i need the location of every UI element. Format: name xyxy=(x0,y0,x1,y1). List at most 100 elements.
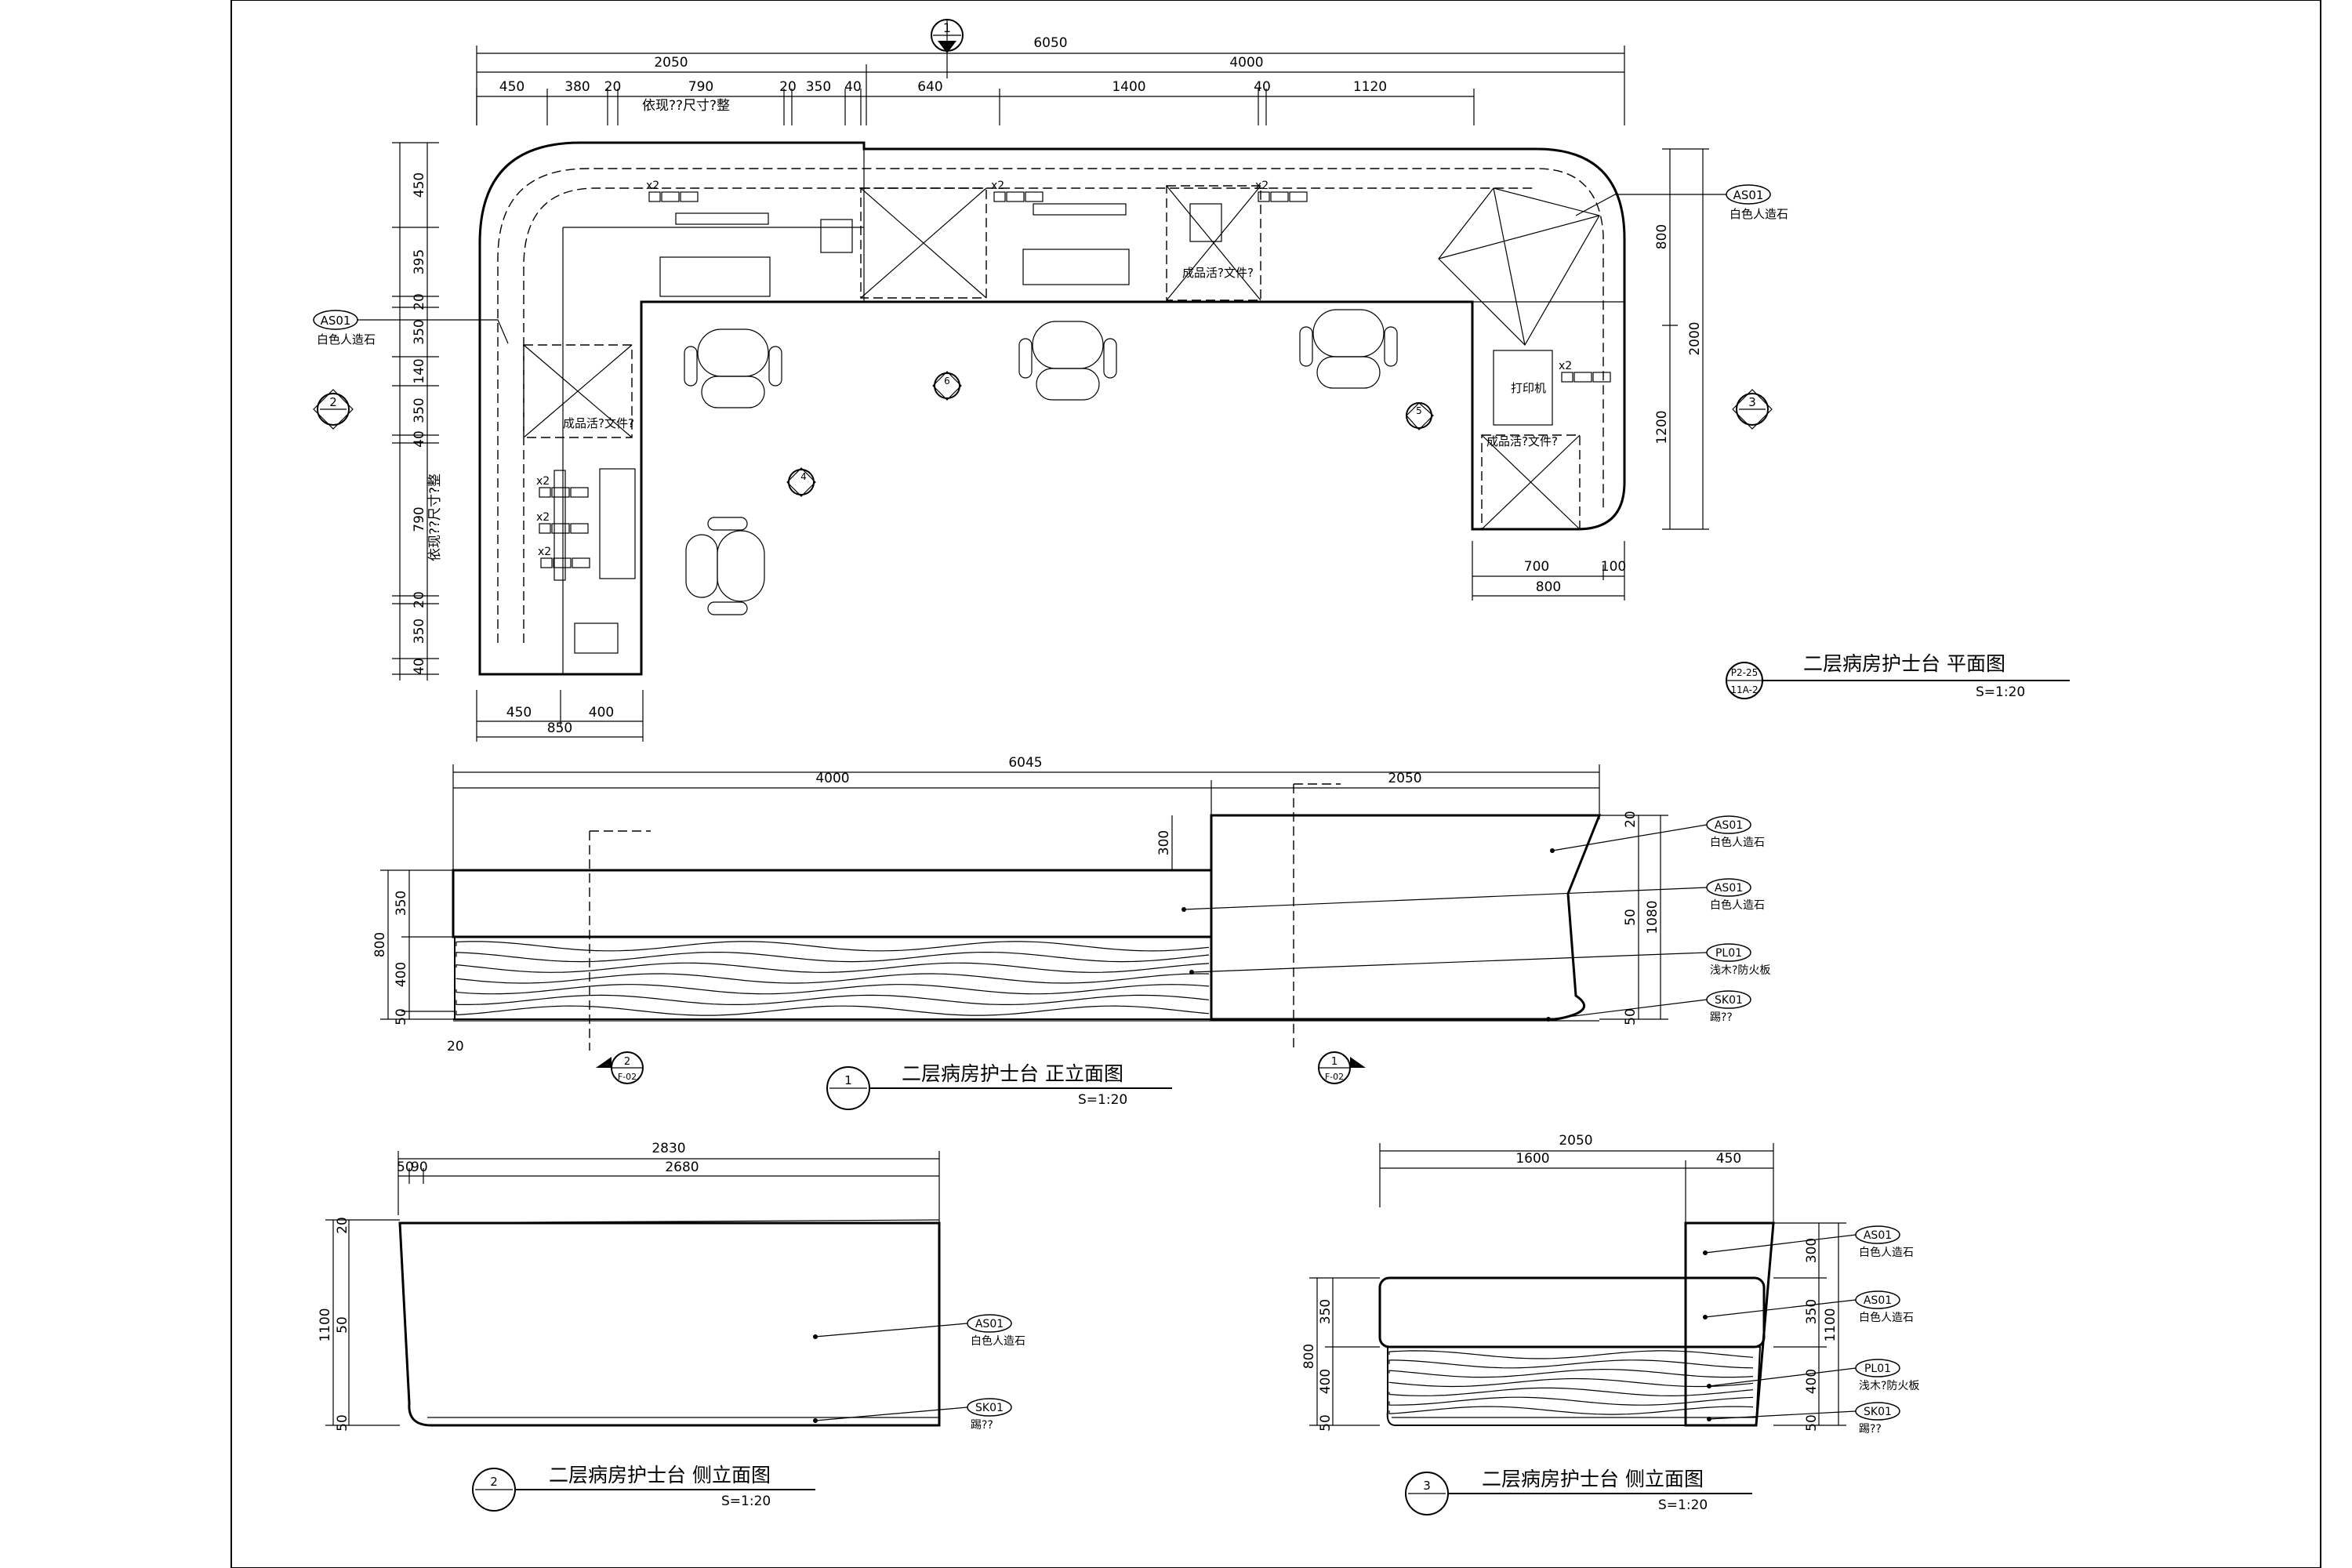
side2-title-num: 2 xyxy=(490,1475,498,1489)
plan-counter-inner-line-2 xyxy=(523,187,1537,643)
plan-view-marker-4: 4 xyxy=(786,467,816,497)
front-raised-counter xyxy=(1210,814,1602,1021)
plan-dim-rb-2: 100 xyxy=(1601,559,1626,575)
plan-note-left: 依现??尺寸?整 xyxy=(427,474,443,561)
front-scale: S=1:20 xyxy=(1078,1092,1127,1108)
plan-phone-2 xyxy=(1189,203,1222,242)
plan-elev-marker-3: 3 xyxy=(1732,389,1773,430)
chair-icon xyxy=(1299,309,1398,389)
front-dims-right: 20 50 1080 50 xyxy=(1599,811,1668,1025)
side-elevation-2: 2830 50 90 2680 20 1100 50 50 AS01白色人造石S… xyxy=(318,1141,1025,1512)
plan-tag-right-label: 白色人造石 xyxy=(1730,207,1788,221)
side3-dim-b: 450 xyxy=(1716,1151,1741,1167)
side2-dim-total: 2830 xyxy=(652,1141,685,1156)
tag-label: 踢?? xyxy=(1710,1011,1733,1024)
side3-dim-r-350: 350 xyxy=(1804,1299,1820,1324)
plan-dim-detail: 1120 xyxy=(1353,79,1387,95)
side3-dim-r-400: 400 xyxy=(1804,1369,1820,1394)
plan-title-ref-bottom: 11A-2 xyxy=(1730,684,1758,695)
plan-printer: 打印机 xyxy=(1493,350,1553,426)
side3-dims-right: 300 350 1100 400 50 xyxy=(1773,1222,1846,1432)
front-dim-left: 4000 xyxy=(815,771,849,786)
front-dim-r-1080: 1080 xyxy=(1645,900,1661,934)
plan-phone-3 xyxy=(574,622,619,654)
plan-dim-right-total: 2000 xyxy=(1687,321,1703,355)
front-dim-350: 350 xyxy=(394,891,409,916)
front-dims-top: 6045 4000 2050 300 xyxy=(452,755,1600,870)
tag-code: PL01 xyxy=(1864,1363,1891,1375)
side3-wood-grain xyxy=(1388,1350,1754,1415)
plan-outlet-x2: x2 xyxy=(536,511,550,524)
plan-section-marker-num: 1 xyxy=(943,20,951,35)
plan-cabinet-d: 成品活?文件? xyxy=(1481,434,1581,530)
front-marker-1-sub: F-02 xyxy=(1325,1072,1344,1082)
plan-dim-left-seg: 350 xyxy=(412,319,427,344)
side3-scale: S=1:20 xyxy=(1658,1497,1708,1513)
side3-dim-a: 1600 xyxy=(1515,1151,1549,1167)
plan-dim-left-seg: 450 xyxy=(412,172,427,198)
side2-dim-1100: 1100 xyxy=(318,1308,333,1341)
plan-dim-rb-total: 800 xyxy=(1536,579,1561,595)
plan-dim-left-seg: 790 xyxy=(412,506,427,532)
front-dim-total: 6045 xyxy=(1008,755,1042,771)
plan-elev-marker-3-num: 3 xyxy=(1748,395,1756,409)
tag-label: 浅木?防火板 xyxy=(1710,964,1770,977)
plan-counter-outline xyxy=(478,141,1626,676)
front-elevation: 6045 4000 2050 300 800 350 400 xyxy=(372,755,1770,1110)
plan-dim-detail: 790 xyxy=(688,79,713,95)
plan-dim-detail: 450 xyxy=(499,79,524,95)
front-wood-grain xyxy=(456,941,1210,1016)
tag-label: 白色人造石 xyxy=(1859,1246,1914,1259)
front-marker-2-num: 2 xyxy=(624,1056,630,1068)
plan-cabinet-label-1: 成品活?文件? xyxy=(1182,266,1254,280)
plan-title: 二层病房护士台 平面图 xyxy=(1803,652,2005,675)
plan-cabinet-label-3: 成品活?文件? xyxy=(1486,434,1558,448)
plan-dim-detail: 640 xyxy=(917,79,942,95)
plan-tag-left: AS01 白色人造石 xyxy=(313,310,509,347)
plan-outlet-x2: x2 xyxy=(536,475,550,488)
plan-dim-detail: 1400 xyxy=(1112,79,1145,95)
front-lower-counter xyxy=(452,869,1213,938)
tag-label: 踢?? xyxy=(1859,1423,1882,1436)
front-title: 二层病房护士台 正立面图 xyxy=(902,1062,1123,1085)
plan-tag-right: AS01 白色人造石 xyxy=(1575,184,1788,221)
plan-monitor-3 xyxy=(599,468,636,579)
tag-code: AS01 xyxy=(1864,1229,1892,1242)
side3-dim-50: 50 xyxy=(1318,1414,1334,1432)
plan-counter-inner-line xyxy=(497,168,1604,643)
side3-title-block: 3 二层病房护士台 侧立面图 S=1:20 xyxy=(1405,1468,1752,1515)
plan-dim-left-seg: 20 xyxy=(412,293,427,310)
plan-keyboard-2 xyxy=(1033,203,1127,216)
tag-label: 白色人造石 xyxy=(1710,898,1765,912)
plan-tag-left-code: AS01 xyxy=(321,314,351,328)
tag-code: SK01 xyxy=(1864,1406,1892,1418)
chair-icon xyxy=(1018,321,1117,401)
plan-dim-detail: 350 xyxy=(806,79,831,95)
plan-dim-right-lower: 1200 xyxy=(1654,410,1670,444)
tag-code: SK01 xyxy=(1715,994,1743,1007)
side3-dim-r-1100: 1100 xyxy=(1823,1308,1838,1341)
plan-monitor-1 xyxy=(659,256,771,297)
plan-dim-left-seg: 140 xyxy=(412,358,427,383)
plan-outlet-x2: x2 xyxy=(1255,180,1269,192)
side2-dim-b: 90 xyxy=(411,1160,428,1175)
plan-elev-marker-2: 2 xyxy=(313,389,354,430)
side3-dim-350: 350 xyxy=(1318,1299,1334,1324)
side2-scale: S=1:20 xyxy=(721,1494,771,1509)
side3-dims-left: 800 350 400 50 xyxy=(1301,1277,1380,1432)
side2-dim-a: 50 xyxy=(397,1160,414,1175)
side2-dim-c: 2680 xyxy=(665,1160,699,1175)
side-elevation-3: 2050 1600 450 800 350 400 50 xyxy=(1301,1133,1919,1515)
front-dim-right: 2050 xyxy=(1388,771,1421,786)
chair-icon xyxy=(684,328,782,408)
plan-dim-detail: 40 xyxy=(1254,79,1271,95)
side2-dim-50b: 50 xyxy=(335,1414,350,1432)
front-marker-1-num: 1 xyxy=(1331,1056,1338,1068)
tag-code: AS01 xyxy=(1864,1294,1892,1307)
plan-dim-bottom-2: 400 xyxy=(589,705,614,720)
plan-dim-left-seg: 350 xyxy=(412,397,427,423)
plan-dim-left-seg: 20 xyxy=(412,591,427,608)
